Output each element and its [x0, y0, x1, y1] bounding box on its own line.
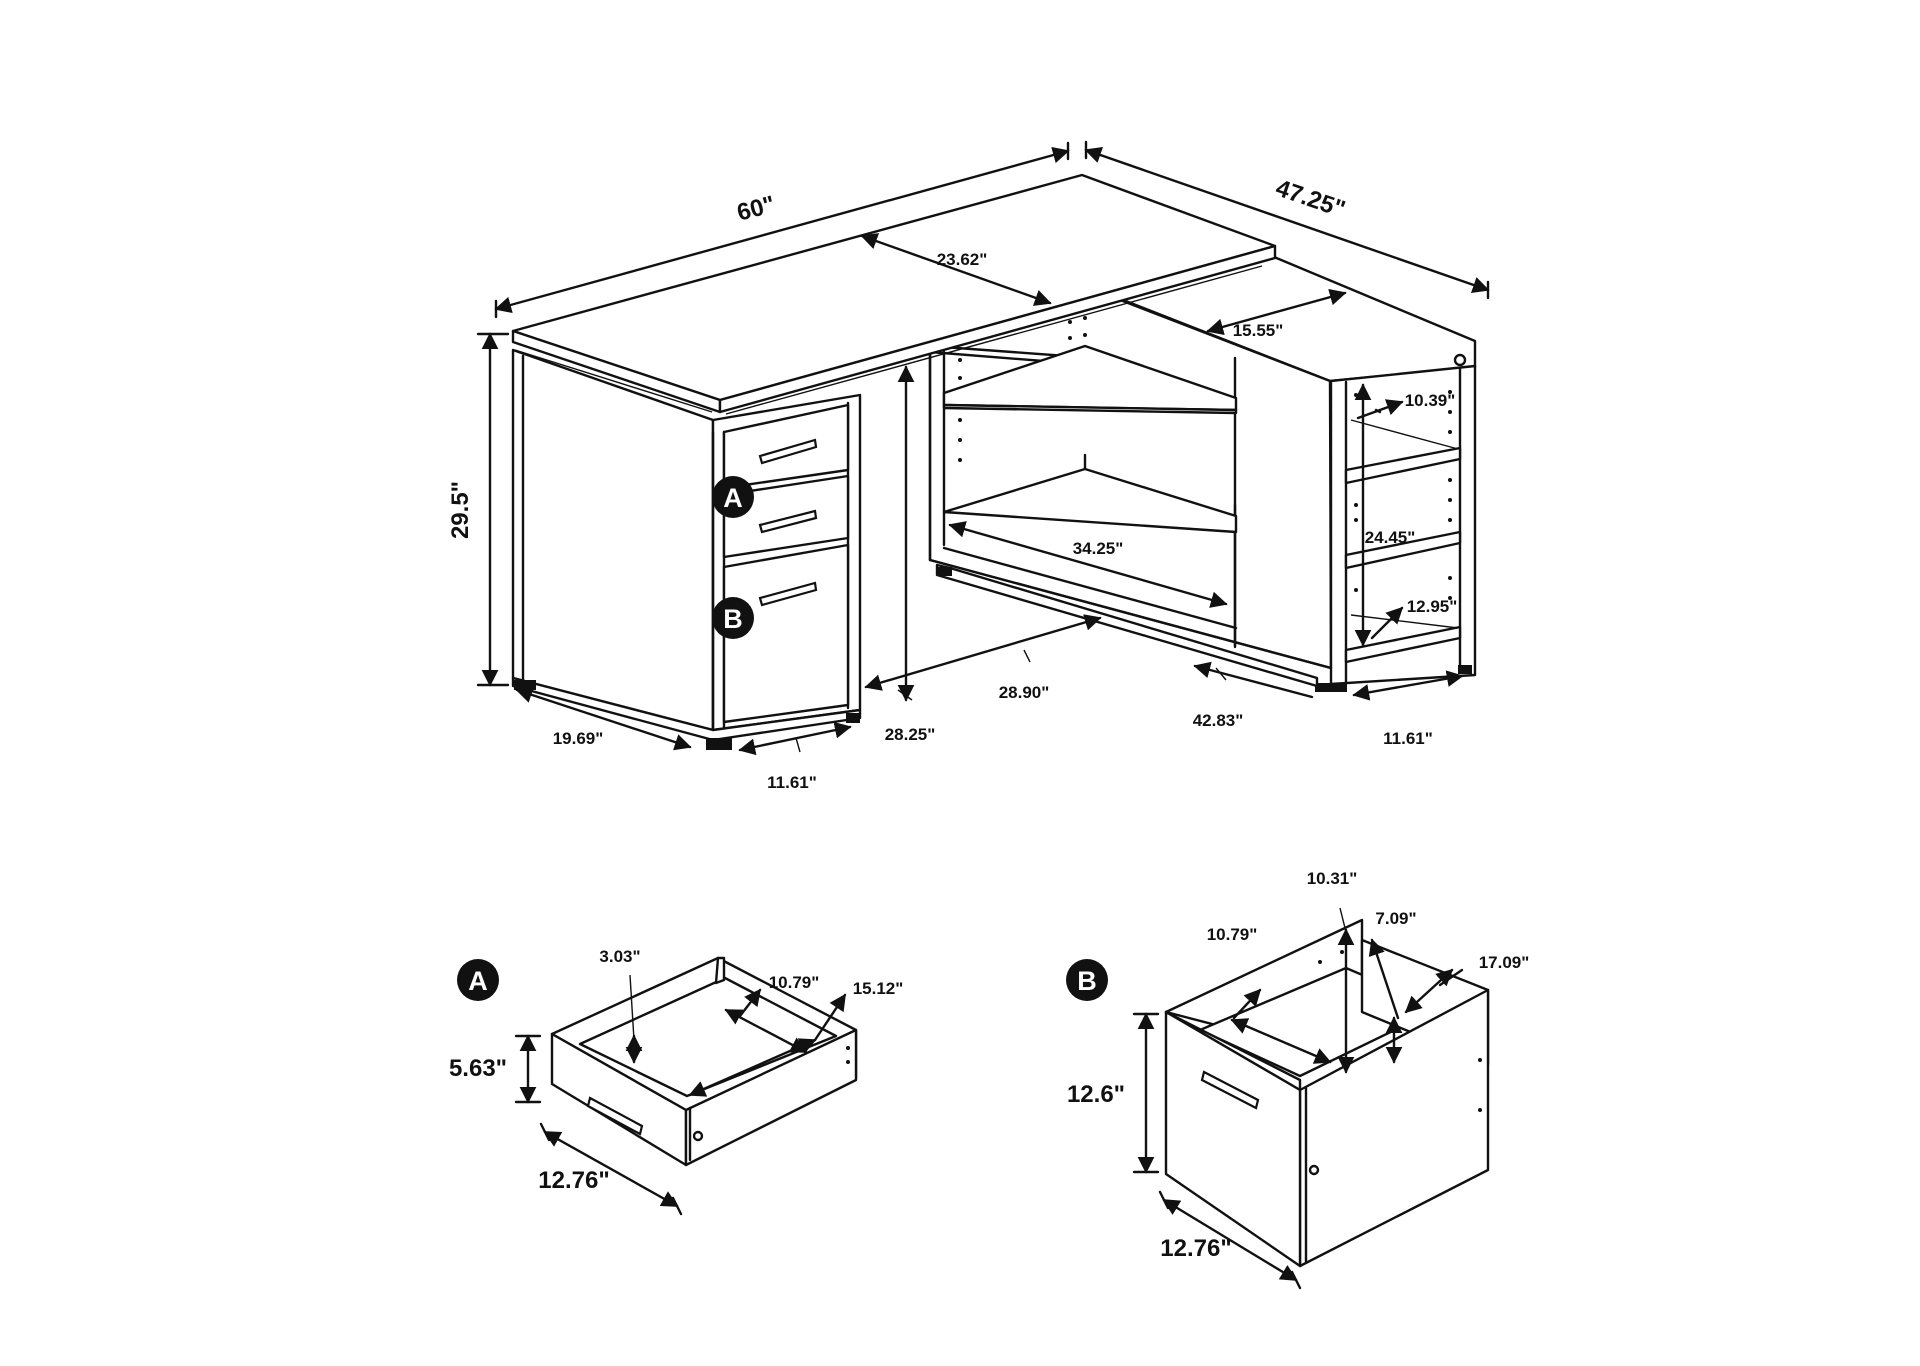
drawer-b-front-width: 12.76" — [1160, 1235, 1231, 1262]
l-shaped-desk-drawing — [511, 173, 1477, 750]
drawer-a-front-height: 5.63" — [449, 1055, 507, 1082]
svg-text:A: A — [468, 966, 488, 996]
drawer-handle — [758, 581, 818, 607]
label-return-base-length: 42.83" — [1193, 711, 1244, 730]
drawer-a-front-width: 12.76" — [538, 1167, 609, 1194]
drawer-a-drawing: A 5.63" 12.76" 3.03" 10.79" 15.12" — [449, 947, 904, 1216]
drawer-b-inner-width: 10.79" — [1207, 925, 1258, 944]
label-top-depth: 23.62" — [937, 250, 988, 269]
svg-text:B: B — [723, 604, 743, 634]
label-desk-width: 60" — [734, 191, 778, 227]
drawer-handle — [758, 438, 818, 465]
label-knee-height: 28.25" — [885, 725, 936, 744]
badge-b-on-desk: B — [712, 597, 754, 639]
drawer-a-inner-height: 3.03" — [599, 947, 640, 966]
badge-b: B — [1066, 959, 1108, 1001]
label-shelf-depth-bottom: 12.95" — [1407, 597, 1458, 616]
drawer-handle — [758, 509, 818, 534]
label-return-length: 47.25" — [1272, 175, 1348, 224]
drawer-b-drawing: B 12.6" 12.76" 1 — [1066, 869, 1530, 1290]
label-knee-depth: 28.90" — [999, 683, 1050, 702]
label-return-depth: 15.55" — [1233, 321, 1284, 340]
label-shelf-spacing: 24.45" — [1365, 528, 1416, 547]
pedestal-cabinet — [511, 348, 862, 750]
drawer-b-inner-height: 10.31" — [1307, 869, 1358, 888]
drawer-b-side-height: 7.09" — [1375, 909, 1416, 928]
badge-a-on-desk: A — [712, 476, 754, 518]
label-pedestal-depth: 19.69" — [553, 729, 604, 748]
label-pedestal-width: 11.61" — [767, 773, 817, 792]
drawer-a-inner-depth: 15.12" — [853, 979, 904, 998]
drawer-b-inner-depth: 17.09" — [1479, 953, 1530, 972]
badge-a: A — [457, 959, 499, 1001]
drawer-b-handle — [1200, 1070, 1260, 1110]
label-desk-height: 29.5" — [447, 481, 474, 539]
svg-text:B: B — [1077, 966, 1097, 996]
desk-dimension-lines — [476, 140, 1490, 756]
drawer-b-front-height: 12.6" — [1067, 1081, 1125, 1108]
label-return-base-width: 11.61" — [1383, 729, 1433, 748]
label-open-shelf-width: 34.25" — [1073, 539, 1124, 558]
svg-text:A: A — [723, 483, 743, 513]
drawer-a-inner-width: 10.79" — [769, 973, 820, 992]
label-shelf-depth-top: 10.39" — [1405, 391, 1456, 410]
